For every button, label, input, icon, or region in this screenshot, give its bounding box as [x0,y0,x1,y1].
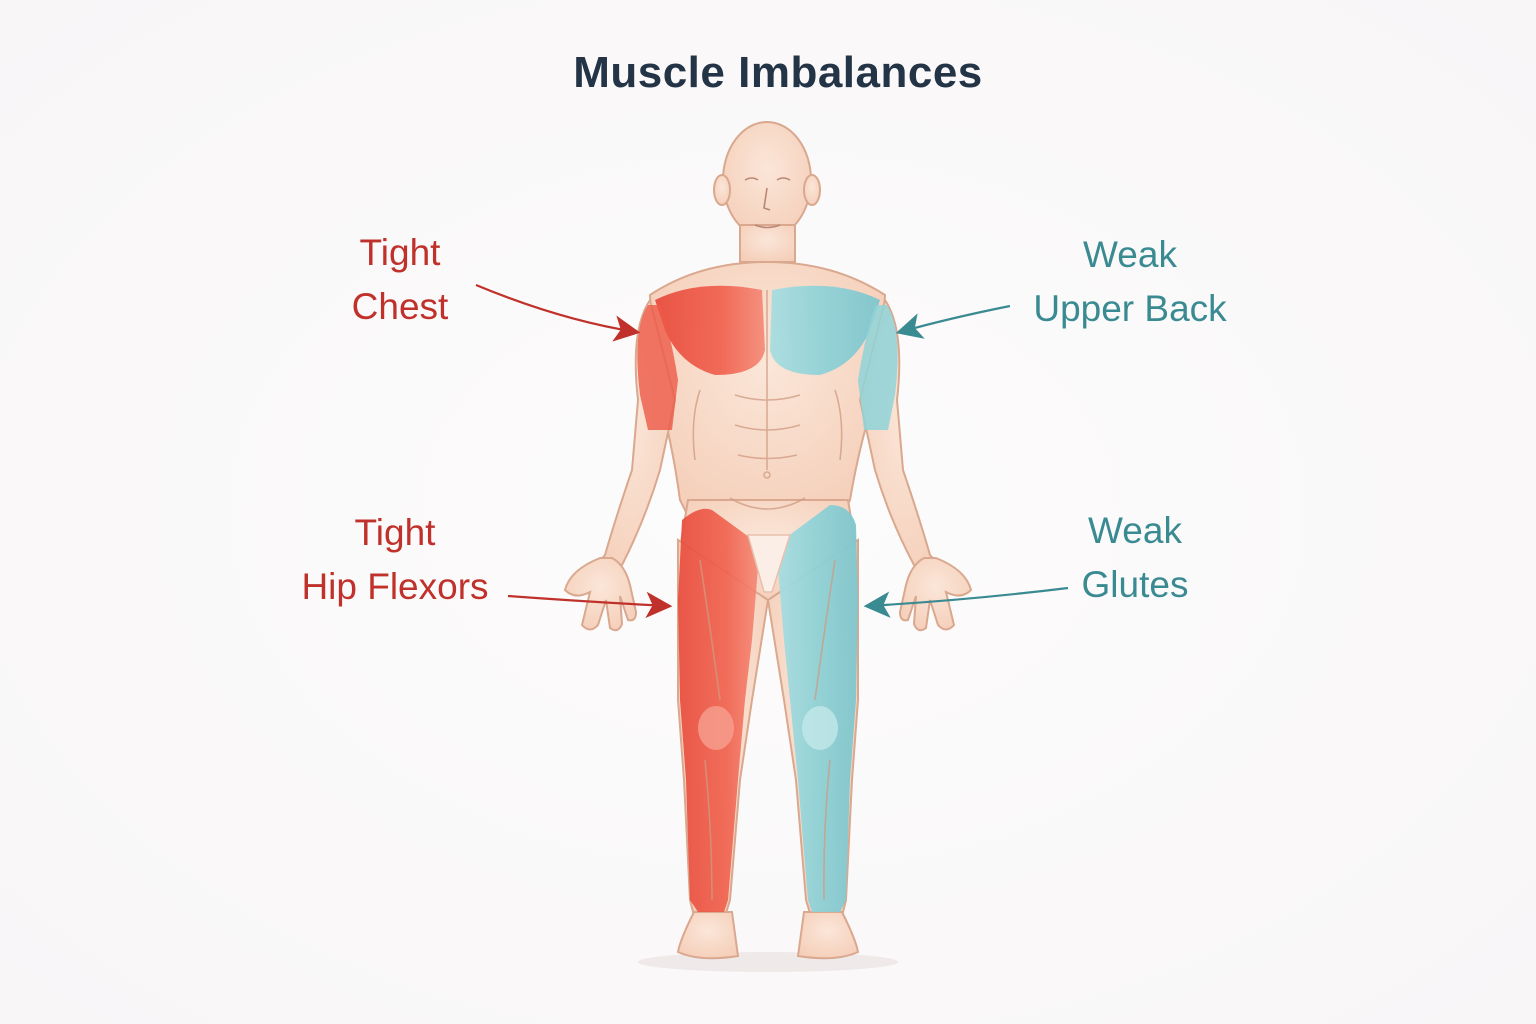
diagram-title: Muscle Imbalances [573,48,983,97]
label-tight-hip-flexors-line2: Hip Flexors [301,566,489,607]
label-tight-chest-line2: Chest [351,286,449,327]
muscle-detail-lines [692,290,843,901]
label-weak-glutes-line2: Glutes [1081,564,1189,605]
label-tight-hip-flexors-line1: Tight [354,512,436,553]
label-weak-upper-back-line1: Weak [1083,234,1177,275]
face-features [744,177,791,229]
tight-hip-flexors-arrow [507,591,673,619]
weak-glutes-arrow [863,586,1069,618]
label-weak-glutes-line1: Weak [1088,510,1182,551]
label-tight-chest: Tight Chest [300,226,500,334]
tight-hip-flexor-region [678,508,760,912]
weak-upper-back-region [770,285,898,430]
tight-chest-region [637,285,765,430]
label-weak-glutes: Weak Glutes [1050,504,1220,612]
label-weak-upper-back-line2: Upper Back [1033,288,1227,329]
label-tight-hip-flexors: Tight Hip Flexors [270,506,520,614]
ground-shadow [638,952,898,972]
label-tight-chest-line1: Tight [359,232,441,273]
weak-glutes-region [776,505,858,912]
pelvis-cover [747,534,792,593]
weak-upper-back-arrow [895,304,1011,339]
tight-chest-arrow [475,283,641,342]
label-weak-upper-back: Weak Upper Back [1010,228,1250,336]
